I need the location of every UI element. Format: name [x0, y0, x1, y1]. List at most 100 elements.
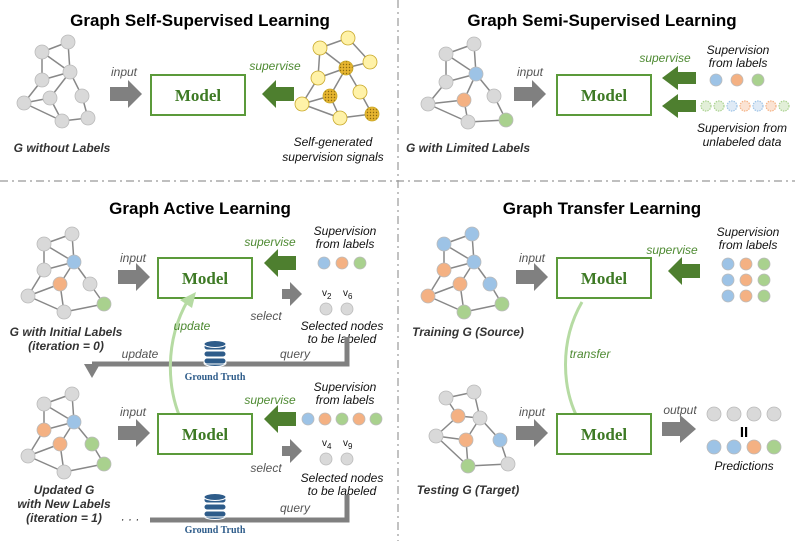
model-label: Model: [175, 86, 222, 105]
supervise-arrow: [668, 257, 700, 285]
input-arrow: [110, 80, 142, 108]
ground-truth-database-2: [203, 493, 227, 520]
graph-limited-labels-nodes: [420, 36, 514, 130]
supervise-label: supervise: [646, 243, 698, 257]
input-arrow-2: [118, 419, 150, 447]
model-box-source: [556, 257, 652, 299]
selected-node-2b: [340, 452, 354, 466]
signals-caption-line2: supervision signals: [282, 150, 383, 164]
graph1-caption-line2: (iteration = 0): [28, 339, 104, 353]
output-arrow: [662, 415, 696, 443]
output-label: output: [663, 403, 697, 417]
input-label-2: input: [120, 405, 147, 419]
supervise-label-2: supervise: [244, 393, 296, 407]
label-nodes-1: [317, 256, 367, 270]
selected-node-label-2a: v4: [322, 438, 332, 451]
graph-unlabeled-nodes: [16, 34, 96, 129]
unlabeled-caption-line2: unlabeled data: [703, 135, 782, 149]
model-box: [150, 74, 246, 116]
target-caption: Testing G (Target): [417, 483, 519, 497]
panel-title: Graph Active Learning: [109, 199, 291, 218]
prediction-input-nodes: [706, 406, 782, 422]
ground-truth-database-1: [203, 340, 227, 367]
input-arrow: [514, 80, 546, 108]
selected-node-1a: [319, 302, 333, 316]
graph-initial-labels-nodes: [20, 226, 112, 320]
supervise-arrow-labels: [662, 66, 696, 90]
panel-active-learning: Graph Active Learning G with Initial Lab…: [10, 199, 384, 536]
labels-caption-1-line2: from labels: [316, 237, 375, 251]
panel-title: Graph Transfer Learning: [503, 199, 701, 218]
selected-caption-1-line1: Selected nodes: [301, 319, 384, 333]
labels-caption-line1: Supervision: [707, 43, 770, 57]
input-label: input: [111, 65, 138, 79]
graph-updated-nodes: [20, 386, 112, 480]
select-label-1: select: [250, 309, 282, 323]
graph1-caption-line1: G with Initial Labels: [10, 325, 123, 339]
input-label-1: input: [120, 251, 147, 265]
graph-caption: G with Limited Labels: [406, 141, 530, 155]
graph2-caption-line1: Updated G: [34, 483, 95, 497]
model-label-target: Model: [581, 425, 628, 444]
select-arrow-2: [282, 439, 302, 463]
update-curve-head: [180, 292, 196, 308]
equals-sign: II: [740, 424, 748, 441]
labels-caption-2-line1: Supervision: [314, 380, 377, 394]
selected-caption-1-line2: to be labeled: [308, 332, 377, 346]
selected-node-label-2b: v9: [343, 438, 353, 451]
label-grid: [721, 257, 771, 303]
ground-truth-label-2: Ground Truth: [185, 525, 246, 536]
selected-caption-2-line2: to be labeled: [308, 484, 377, 498]
panel-semi-supervised: Graph Semi-Supervised Learning G with Li…: [406, 11, 790, 155]
labels-caption-2-line2: from labels: [316, 393, 375, 407]
query-path-2: [150, 495, 350, 523]
model-box-target: [556, 413, 652, 455]
panel-transfer-learning: Graph Transfer Learning Training G (Sour…: [412, 199, 782, 497]
selected-caption-2-line1: Selected nodes: [301, 471, 384, 485]
panel-title: Graph Self-Supervised Learning: [70, 11, 330, 30]
selected-node-label-1a: v2: [322, 288, 332, 301]
labels-caption-line2: from labels: [709, 56, 768, 70]
graph-caption: G without Labels: [14, 141, 111, 155]
supervise-label: supervise: [639, 51, 691, 65]
query-path-1: [92, 337, 350, 367]
unlabeled-caption-line1: Supervision from: [697, 121, 787, 135]
update-label-curve: update: [174, 319, 211, 333]
input-label-source: input: [519, 251, 546, 265]
selected-node-1b: [340, 302, 354, 316]
supervise-arrow-1: [264, 249, 296, 277]
graph-source-nodes: [420, 226, 510, 320]
labels-caption-line2: from labels: [719, 238, 778, 252]
continuation-ellipsis: · · ·: [121, 512, 140, 526]
labels-caption-line1: Supervision: [717, 225, 780, 239]
model-label-source: Model: [581, 269, 628, 288]
input-label: input: [517, 65, 544, 79]
input-label-target: input: [519, 405, 546, 419]
unlabeled-supervision-nodes: [700, 100, 790, 112]
model-label: Model: [581, 86, 628, 105]
signals-caption-line1: Self-generated: [294, 135, 373, 149]
query-label-2: query: [280, 501, 311, 515]
model-box-2: [157, 413, 253, 455]
graph-target-nodes: [428, 384, 516, 474]
self-generated-nodes: [294, 30, 380, 126]
update-label-loop: update: [122, 347, 159, 361]
label-nodes: [709, 73, 765, 87]
model-label-1: Model: [182, 269, 229, 288]
ground-truth-label-1: Ground Truth: [185, 372, 246, 383]
labels-caption-1-line1: Supervision: [314, 224, 377, 238]
supervise-label: supervise: [249, 59, 301, 73]
panel-self-supervised: Graph Self-Supervised Learning G without…: [14, 11, 384, 164]
selected-node-label-1b: v6: [343, 288, 353, 301]
input-arrow-source: [516, 263, 548, 291]
graph-unlabeled: [23, 41, 89, 122]
label-nodes-2: [301, 412, 383, 426]
model-box-1: [157, 257, 253, 299]
graph2-caption-line2: with New Labels: [17, 497, 111, 511]
model-label-2: Model: [182, 425, 229, 444]
select-label-2: select: [250, 461, 282, 475]
predictions-caption: Predictions: [714, 459, 773, 473]
supervise-arrow-2: [264, 405, 296, 433]
panel-title: Graph Semi-Supervised Learning: [467, 11, 736, 30]
